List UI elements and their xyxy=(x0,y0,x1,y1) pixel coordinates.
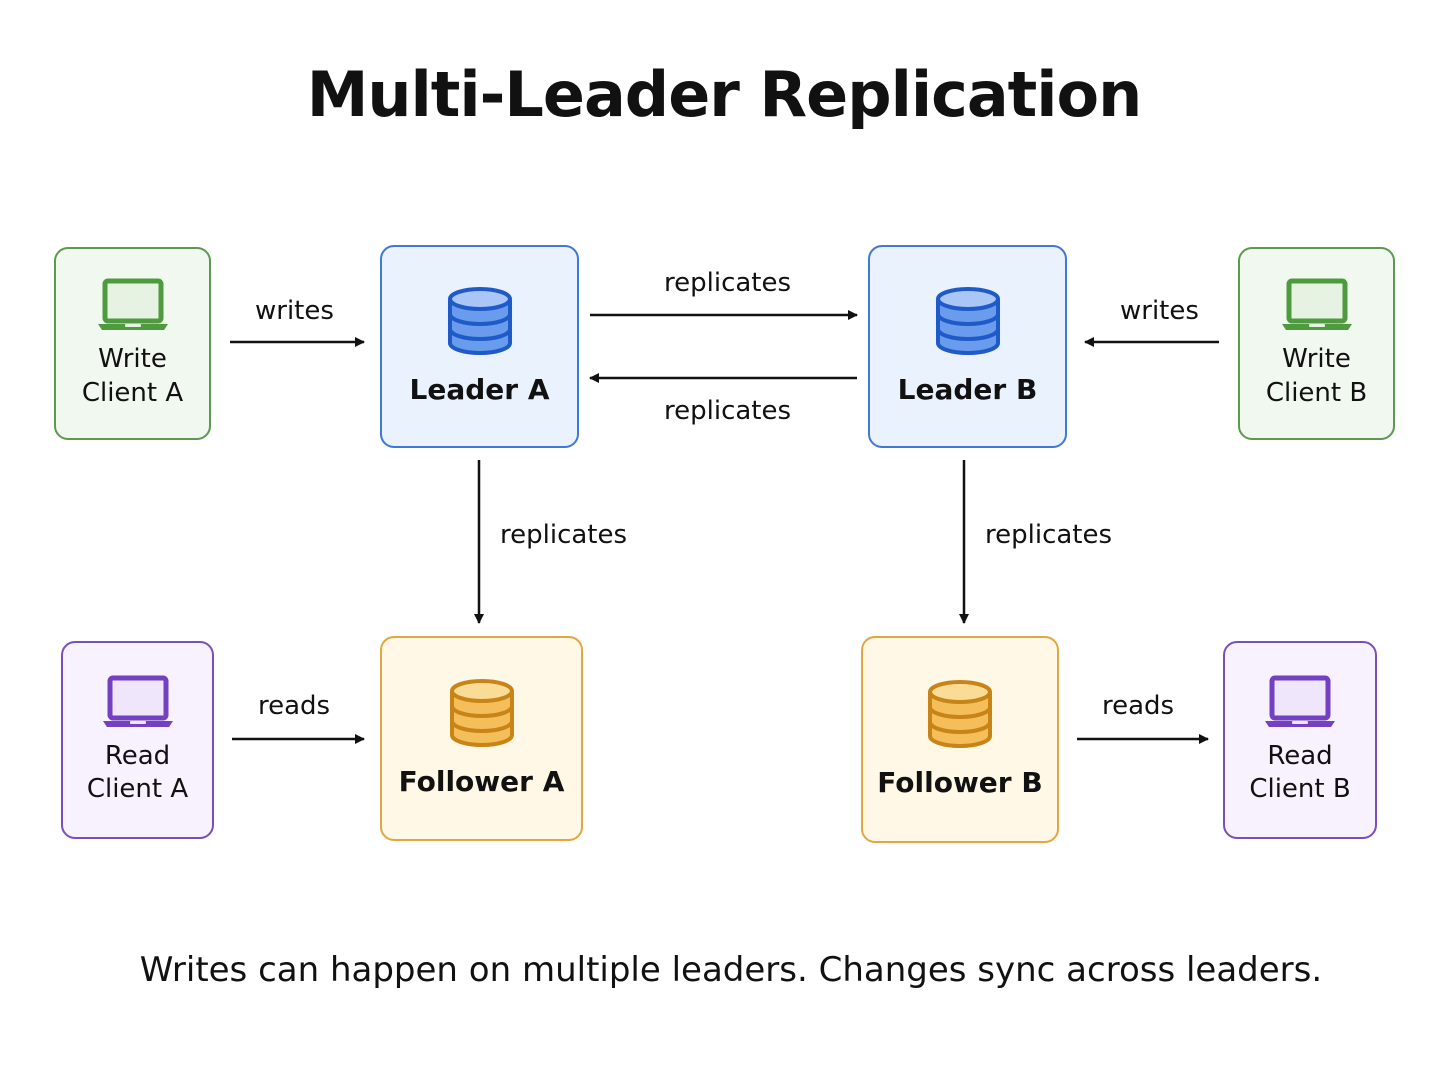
write-client-b: Write Client B xyxy=(1238,247,1395,440)
read-client-a-line1: Read xyxy=(104,740,171,771)
read-client-b: Read Client B xyxy=(1223,641,1377,839)
follower-a-label: Follower A xyxy=(398,765,565,798)
write-client-a-line2: Client A xyxy=(81,377,184,408)
laptop-icon xyxy=(102,675,173,727)
write-client-a: Write Client A xyxy=(54,247,211,440)
leader-b-label: Leader B xyxy=(897,373,1038,406)
leader-b: Leader B xyxy=(868,245,1067,448)
laptop-icon xyxy=(1281,278,1352,331)
database-icon xyxy=(447,287,512,355)
read-client-b-line2: Client B xyxy=(1249,774,1351,804)
write-client-b-line1: Write xyxy=(1282,344,1351,375)
read-client-a: Read Client A xyxy=(61,641,214,839)
diagram-caption: Writes can happen on multiple leaders. C… xyxy=(139,950,1323,990)
database-icon xyxy=(935,287,1000,355)
label-repl-b-down: replicates xyxy=(985,520,1113,550)
label-repl-a-down: replicates xyxy=(500,520,628,550)
leader-a: Leader A xyxy=(380,245,579,448)
database-icon xyxy=(449,679,514,747)
label-repl-a-to-b: replicates xyxy=(664,268,792,298)
label-repl-b-to-a: replicates xyxy=(664,396,792,426)
diagram-title: Multi-Leader Replication xyxy=(306,58,1143,131)
laptop-icon xyxy=(1265,675,1335,727)
label-read-b: reads xyxy=(1102,691,1175,721)
leader-a-label: Leader A xyxy=(409,373,550,406)
database-icon xyxy=(928,680,992,748)
follower-b-label: Follower B xyxy=(877,766,1043,799)
label-write-b: writes xyxy=(1120,296,1199,326)
follower-a: Follower A xyxy=(380,636,583,841)
write-client-b-line2: Client B xyxy=(1265,377,1368,408)
follower-b: Follower B xyxy=(861,636,1059,843)
label-write-a: writes xyxy=(255,296,334,326)
label-read-a: reads xyxy=(258,691,331,721)
laptop-icon xyxy=(97,278,168,331)
read-client-a-line2: Client A xyxy=(86,774,189,804)
write-client-a-line1: Write xyxy=(98,344,167,375)
read-client-b-line1: Read xyxy=(1267,740,1333,771)
